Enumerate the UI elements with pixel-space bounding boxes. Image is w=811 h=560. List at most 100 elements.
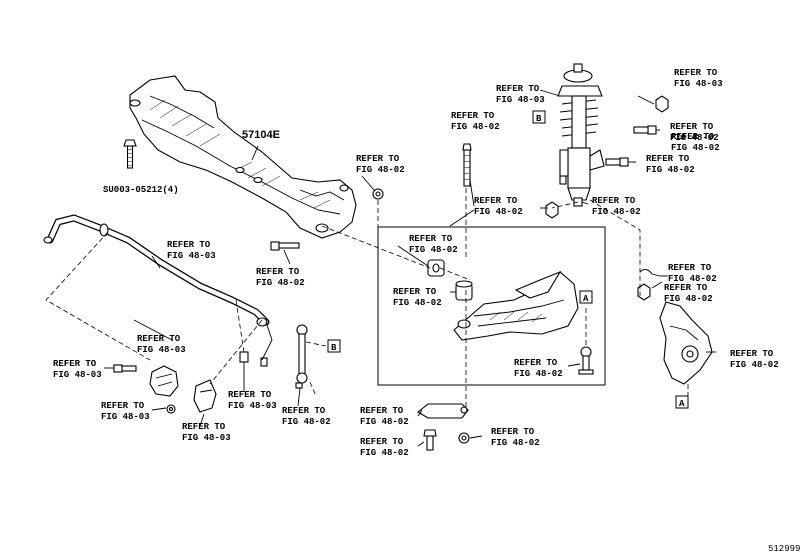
strut-upper-nut bbox=[655, 95, 669, 113]
stabilizer-bracket-right bbox=[193, 379, 217, 413]
bracket-lower-bolt bbox=[423, 429, 437, 451]
marker-a-arm: A bbox=[579, 290, 593, 304]
callout-line2: FIG 48-02 bbox=[514, 369, 563, 379]
strut-bolt-1 bbox=[633, 125, 657, 135]
callout-line1: REFER TO bbox=[491, 427, 535, 437]
callout-line1: REFER TO bbox=[646, 154, 690, 164]
crossmember-side-bolt bbox=[270, 241, 300, 251]
strut-assembly-illustration bbox=[557, 63, 605, 201]
callout-line2: FIG 48-02 bbox=[409, 245, 458, 255]
marker-a-knuckle: A bbox=[675, 395, 689, 409]
bracket-lower-nut bbox=[458, 432, 470, 444]
callout-line2: FIG 48-03 bbox=[101, 412, 150, 422]
callout-line2: FIG 48-02 bbox=[451, 122, 500, 132]
arm-bushing-rear bbox=[455, 280, 473, 301]
callout-line2: FIG 48-03 bbox=[182, 433, 231, 443]
marker-b-strut: B bbox=[532, 110, 546, 124]
callout-line1: REFER TO bbox=[451, 111, 495, 121]
callout-line1: REFER TO bbox=[167, 240, 211, 250]
lower-arm-bracket bbox=[417, 403, 469, 419]
bracket-nut-icon bbox=[166, 404, 176, 414]
callout-line1: REFER TO bbox=[664, 283, 708, 293]
callout-line2: FIG 48-03 bbox=[496, 95, 545, 105]
callout-line2: FIG 48-02 bbox=[664, 294, 713, 304]
knuckle-pin-icon bbox=[639, 269, 661, 277]
callout-line2: FIG 48-02 bbox=[491, 438, 540, 448]
callout-line2: FIG 48-03 bbox=[53, 370, 102, 380]
callout-line2: FIG 48-02 bbox=[282, 417, 331, 427]
arm-bolt-icon bbox=[462, 143, 472, 187]
marker-b-link-label: B bbox=[331, 343, 337, 353]
strut-bolt-2 bbox=[605, 157, 629, 167]
callout-line1: REFER TO bbox=[674, 68, 718, 78]
crossmember-nut-icon bbox=[372, 188, 384, 200]
callout-line1: REFER TO bbox=[228, 390, 272, 400]
callout-line1: REFER TO bbox=[670, 122, 714, 132]
lower-arm-box bbox=[377, 226, 606, 386]
strut-bottom-nut-b bbox=[559, 175, 567, 185]
knuckle-nut-icon bbox=[637, 283, 651, 301]
callout-line2: FIG 48-03 bbox=[167, 251, 216, 261]
marker-a-arm-label: A bbox=[583, 294, 589, 304]
callout-line1: REFER TO bbox=[514, 358, 558, 368]
callout-line2: FIG 48-02 bbox=[360, 417, 409, 427]
callout-line1: REFER TO bbox=[360, 406, 404, 416]
callout-line2: FIG 48-02 bbox=[730, 360, 779, 370]
strut-bottom-nut bbox=[545, 201, 559, 219]
stabilizer-bar-illustration bbox=[43, 214, 270, 327]
figure-number: 512999 bbox=[768, 544, 800, 554]
callout-line1: REFER TO bbox=[137, 334, 181, 344]
callout-line2: FIG 48-02 bbox=[670, 133, 719, 143]
callout-line1: REFER TO bbox=[282, 406, 326, 416]
callout-line2: FIG 48-02 bbox=[646, 165, 695, 175]
callout-line1: REFER TO bbox=[668, 263, 712, 273]
callout-line1: REFER TO bbox=[182, 422, 226, 432]
callout-line1: REFER TO bbox=[360, 437, 404, 447]
marker-a-knuckle-label: A bbox=[679, 399, 685, 409]
callout-line1: REFER TO bbox=[393, 287, 437, 297]
crossmember-illustration bbox=[129, 75, 357, 239]
callout-line2: FIG 48-02 bbox=[474, 207, 523, 217]
callout-line1: REFER TO bbox=[730, 349, 774, 359]
marker-b-link: B bbox=[327, 339, 341, 353]
bolt-code-label: SU003-05212(4) bbox=[103, 185, 179, 195]
arm-bushing-front bbox=[427, 259, 445, 277]
steering-knuckle-illustration bbox=[659, 301, 713, 385]
callout-line2: FIG 48-02 bbox=[671, 143, 720, 153]
callout-line2: FIG 48-03 bbox=[674, 79, 723, 89]
callout-line1: REFER TO bbox=[53, 359, 97, 369]
callout-line1: REFER TO bbox=[474, 196, 518, 206]
callout-line1: REFER TO bbox=[101, 401, 145, 411]
callout-line2: FIG 48-02 bbox=[356, 165, 405, 175]
callout-line2: FIG 48-03 bbox=[137, 345, 186, 355]
callout-line2: FIG 48-02 bbox=[668, 274, 717, 284]
lower-arm-illustration bbox=[453, 270, 579, 341]
callout-line2: FIG 48-03 bbox=[228, 401, 277, 411]
callout-lines bbox=[104, 89, 716, 447]
marker-b-strut-label: B bbox=[536, 114, 542, 124]
